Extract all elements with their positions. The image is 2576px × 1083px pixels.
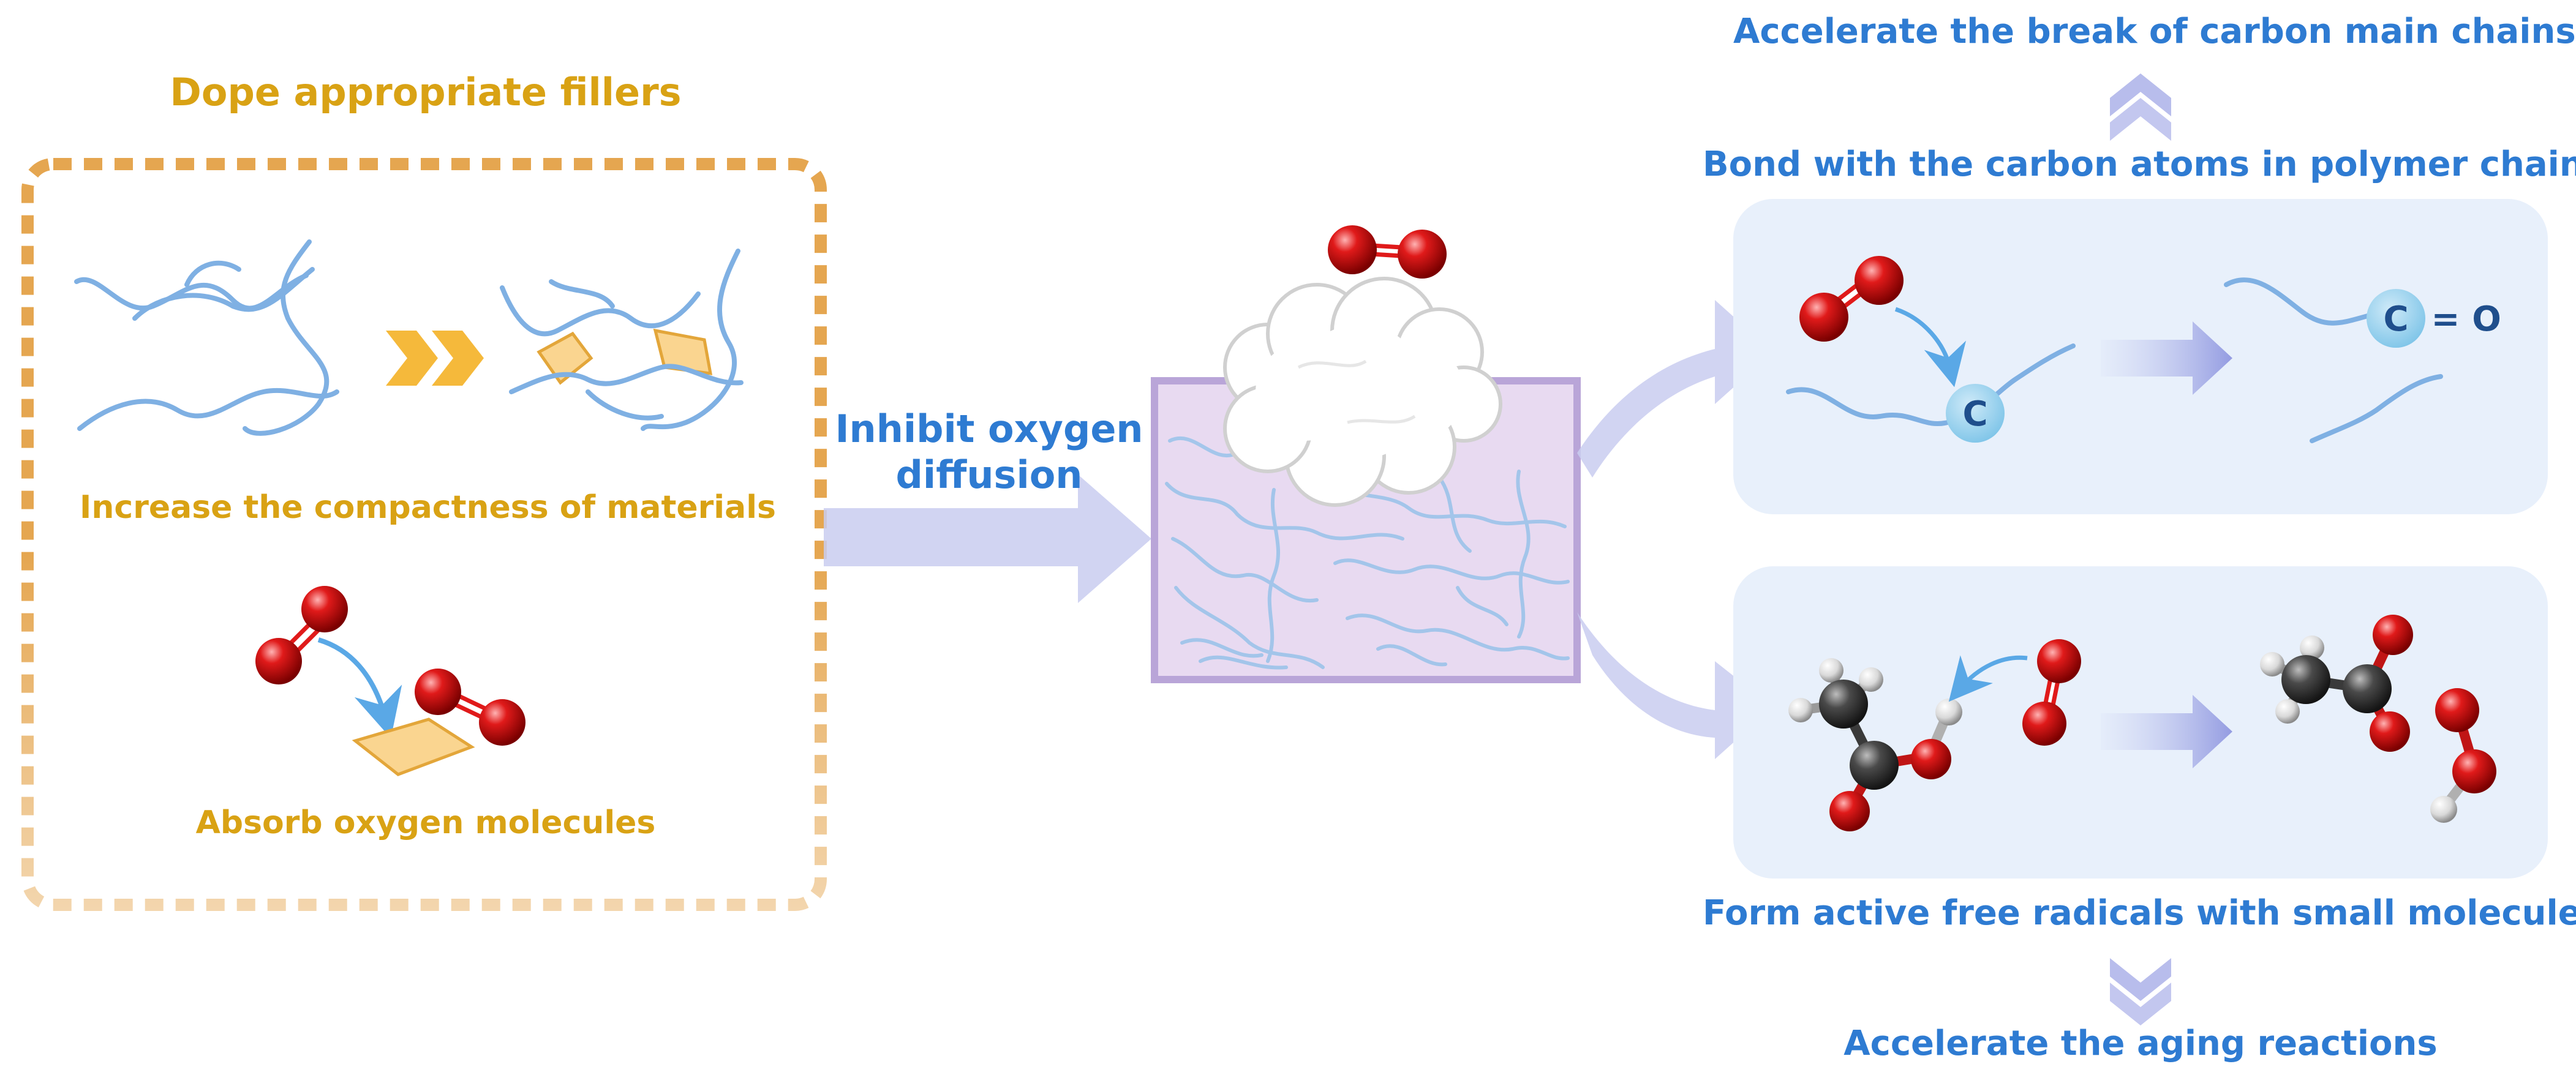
inhibit-label-line1: Inhibit oxygen [835, 407, 1143, 451]
hydrogen-atom [1859, 667, 1883, 692]
absorb-caption: Absorb oxygen molecules [195, 804, 656, 841]
carbon-atom [1819, 680, 1868, 729]
bottom-mechanism-label: Form active free radicals with small mol… [1703, 893, 2576, 933]
carbon-atom [1850, 741, 1899, 790]
hydrogen-atom [2260, 652, 2284, 676]
acetic-acid-molecule [1788, 658, 1962, 831]
oxygen-atom [301, 586, 348, 632]
carbon-atom [2281, 655, 2330, 704]
compactness-caption: Increase the compactness of materials [80, 489, 776, 526]
hydrogen-atom [1819, 658, 1843, 683]
hydrogen-atom [2430, 796, 2457, 823]
branch-arrow-up [1577, 300, 1773, 478]
oxygen-atom [1799, 293, 1848, 342]
hydrogen-atom [2300, 635, 2324, 660]
filler-particle [352, 718, 475, 776]
oxygen-atom [1398, 230, 1447, 279]
top-result-label: Accelerate the break of carbon main chai… [1733, 12, 2576, 51]
carbonyl-oxygen-label: O [2472, 299, 2501, 339]
carbon-label: C [1962, 394, 1987, 434]
oxygen-atom [415, 669, 461, 715]
filler-panel-title: Dope appropriate fillers [170, 70, 682, 114]
double-chevron-arrow [386, 331, 484, 386]
carbon-atom [2343, 664, 2392, 713]
acetyl-radical-molecule [2260, 615, 2413, 752]
loose-polymer-chains [74, 239, 339, 436]
hydroperoxyl-radical [2430, 688, 2496, 823]
inhibit-label-line2: diffusion [895, 452, 1083, 497]
oxygen-atom [2452, 749, 2496, 793]
carbonyl-bond-label: = [2431, 299, 2460, 339]
up-chevrons [2110, 73, 2171, 141]
oxygen-atom [1829, 791, 1870, 831]
oxygen-atom [2373, 615, 2413, 655]
down-chevrons [2110, 958, 2171, 1025]
top-mechanism-label: Bond with the carbon atoms in polymer ch… [1703, 144, 2576, 184]
oxygen-molecule [1328, 225, 1447, 279]
oxygen-cloud [1223, 277, 1502, 507]
oxygen-atom [1911, 739, 1951, 779]
hydrogen-atom [2275, 699, 2300, 724]
oxygen-atom [2037, 639, 2081, 683]
reaction-arrow-bottom [2101, 695, 2232, 768]
oxygen-atom [2435, 688, 2479, 732]
hydrogen-atom [1788, 698, 1813, 722]
reactive-carbon-site [1946, 384, 2005, 443]
oxygen-atom [2370, 711, 2410, 752]
oxygen-atom [1328, 225, 1377, 274]
oxygen-atom [255, 638, 302, 684]
carbonyl-carbon-label: C [2383, 299, 2408, 339]
reaction-arrow-top [2101, 321, 2232, 395]
free-radical-panel [1733, 566, 2548, 879]
chain-bonding-panel [1733, 199, 2548, 514]
bottom-result-label: Accelerate the aging reactions [1843, 1024, 2438, 1063]
hydrogen-atom [1935, 699, 1962, 725]
oxygen-atom [1855, 256, 1904, 305]
branch-arrow-down [1577, 612, 1773, 759]
oxygen-atom [479, 699, 525, 746]
inhibit-diffusion-arrow [824, 474, 1151, 603]
oxygen-atom [2022, 702, 2066, 746]
oxygen-molecule [2022, 639, 2081, 746]
carbonyl-carbon-site [2367, 289, 2425, 348]
oxygen-absorption-illustration [255, 586, 525, 776]
compact-polymer-with-fillers [500, 249, 744, 431]
